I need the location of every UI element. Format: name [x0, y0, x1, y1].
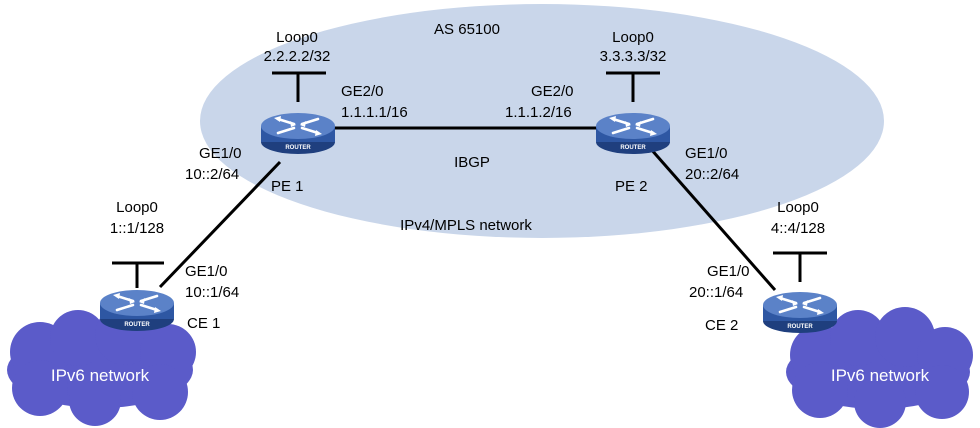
- ce1-loopback-stub: [112, 261, 164, 288]
- ce1-name: CE 1: [187, 315, 220, 332]
- as-label: AS 65100: [434, 21, 500, 38]
- router-badge: ROUTER: [787, 324, 813, 330]
- pe1-core-ip: 1.1.1.1/16: [341, 104, 408, 121]
- pe2-name: PE 2: [615, 178, 648, 195]
- ce2-loopback-label: Loop0: [777, 199, 819, 216]
- pe1-ce1-link: [158, 160, 282, 289]
- pe1-loopback-stub: [272, 71, 326, 102]
- pe1-loopback-ip: 2.2.2.2/32: [264, 48, 331, 65]
- ce2-loopback-ip: 4::4/128: [771, 220, 825, 237]
- pe1-edge-ip: 10::2/64: [185, 166, 239, 183]
- ibgp-label: IBGP: [454, 154, 490, 171]
- ipv6-cloud-left: [7, 305, 196, 426]
- pe2-loopback-stub: [606, 71, 660, 102]
- pe2-core-ip: 1.1.1.2/16: [505, 104, 572, 121]
- ce1-loopback-label: Loop0: [116, 199, 158, 216]
- ce2-name: CE 2: [705, 317, 738, 334]
- router-ce1[interactable]: ROUTER: [98, 288, 176, 333]
- ce2-if: GE1/0: [707, 263, 750, 280]
- pe2-edge-ip: 20::2/64: [685, 166, 739, 183]
- ipv6-cloud-right: [786, 307, 973, 428]
- ce1-ip: 10::1/64: [185, 284, 239, 301]
- ce2-ip: 20::1/64: [689, 284, 743, 301]
- pe2-core-if: GE2/0: [531, 83, 574, 100]
- router-badge: ROUTER: [124, 322, 150, 328]
- router-badge: ROUTER: [620, 145, 646, 151]
- ce1-network-label: IPv6 network: [51, 366, 150, 385]
- ce2-network-label: IPv6 network: [831, 366, 930, 385]
- router-pe1[interactable]: ROUTER: [259, 111, 337, 156]
- router-pe2[interactable]: ROUTER: [594, 111, 672, 156]
- ce2-loopback-stub: [773, 251, 827, 282]
- ce1-if: GE1/0: [185, 263, 228, 280]
- pe2-edge-if: GE1/0: [685, 145, 728, 162]
- pe2-loopback-ip: 3.3.3.3/32: [600, 48, 667, 65]
- core-network-label: IPv4/MPLS network: [400, 217, 532, 234]
- pe2-ce2-link: [648, 147, 777, 291]
- pe1-edge-if: GE1/0: [199, 145, 242, 162]
- pe1-loopback-label: Loop0: [276, 29, 318, 46]
- router-badge: ROUTER: [285, 145, 311, 151]
- core-network-ellipse: [200, 4, 884, 238]
- pe2-loopback-label: Loop0: [612, 29, 654, 46]
- pe1-name: PE 1: [271, 178, 304, 195]
- router-ce2[interactable]: ROUTER: [761, 290, 839, 335]
- ce1-loopback-ip: 1::1/128: [110, 220, 164, 237]
- pe1-core-if: GE2/0: [341, 83, 384, 100]
